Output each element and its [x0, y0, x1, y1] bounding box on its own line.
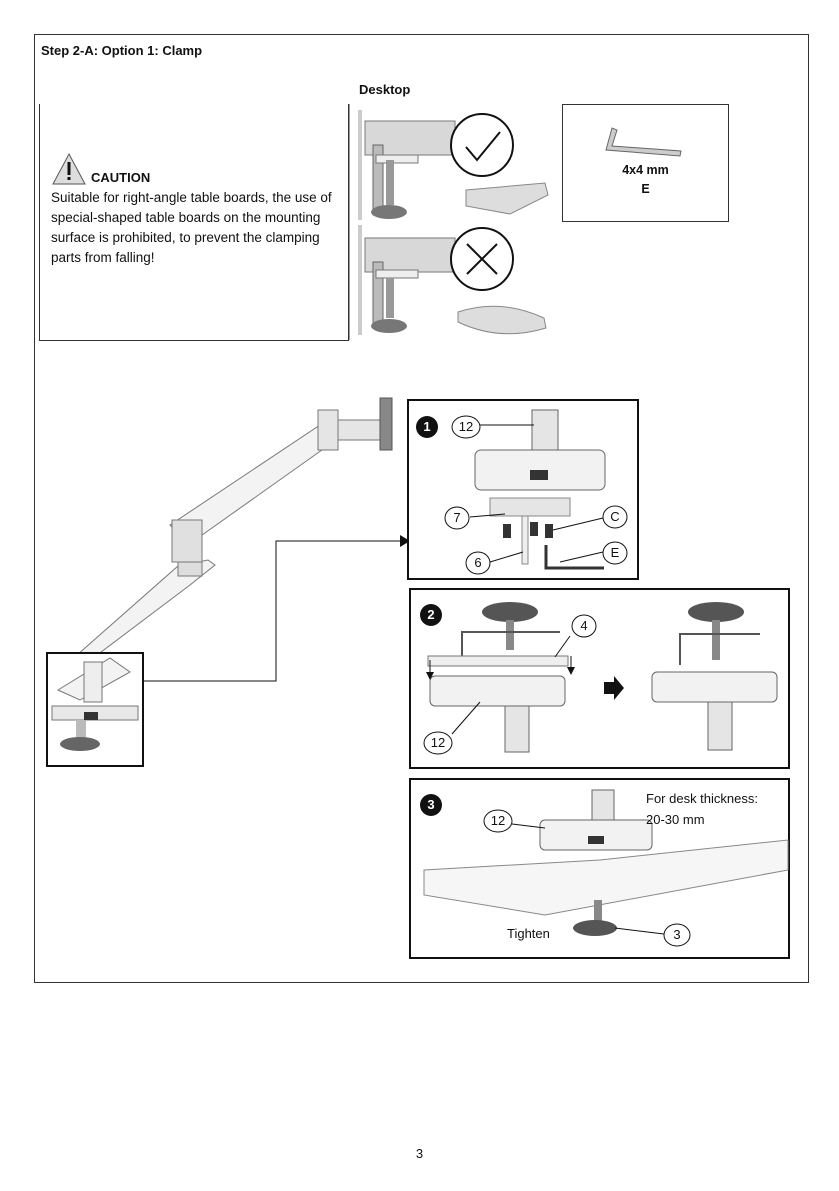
- tool-size: 4x4 mm: [562, 163, 729, 177]
- curved-board-icon: [458, 306, 546, 334]
- part-label-C: C: [603, 509, 627, 524]
- part-label-12: 12: [452, 419, 480, 434]
- part-label-12-panel2: 12: [424, 735, 452, 750]
- monitor-arm-illustration: [60, 398, 392, 680]
- step-panel-2: [409, 588, 790, 769]
- cross-icon: [451, 228, 513, 290]
- check-icon: [451, 114, 513, 176]
- desk-thickness-value: 20-30 mm: [646, 812, 705, 827]
- part-label-7: 7: [445, 510, 469, 525]
- step-badge-3-label: 3: [425, 797, 437, 812]
- tool-code: E: [562, 182, 729, 196]
- step-badge-2-label: 2: [425, 607, 437, 622]
- page-number: 3: [0, 1146, 839, 1161]
- correct-clamp-illustration: [349, 104, 455, 340]
- tighten-label: Tighten: [507, 926, 550, 941]
- desk-thickness-label: For desk thickness:: [646, 791, 758, 806]
- part-label-E: E: [603, 545, 627, 560]
- clamp-thumbnail: [46, 652, 144, 767]
- part-label-3: 3: [664, 927, 690, 942]
- wrong-clamp-illustration: [358, 225, 455, 335]
- part-label-6: 6: [466, 555, 490, 570]
- part-label-4: 4: [572, 618, 596, 633]
- part-label-12-panel3: 12: [484, 813, 512, 828]
- step-badge-1-label: 1: [421, 419, 433, 434]
- right-angle-board-icon: [466, 183, 548, 214]
